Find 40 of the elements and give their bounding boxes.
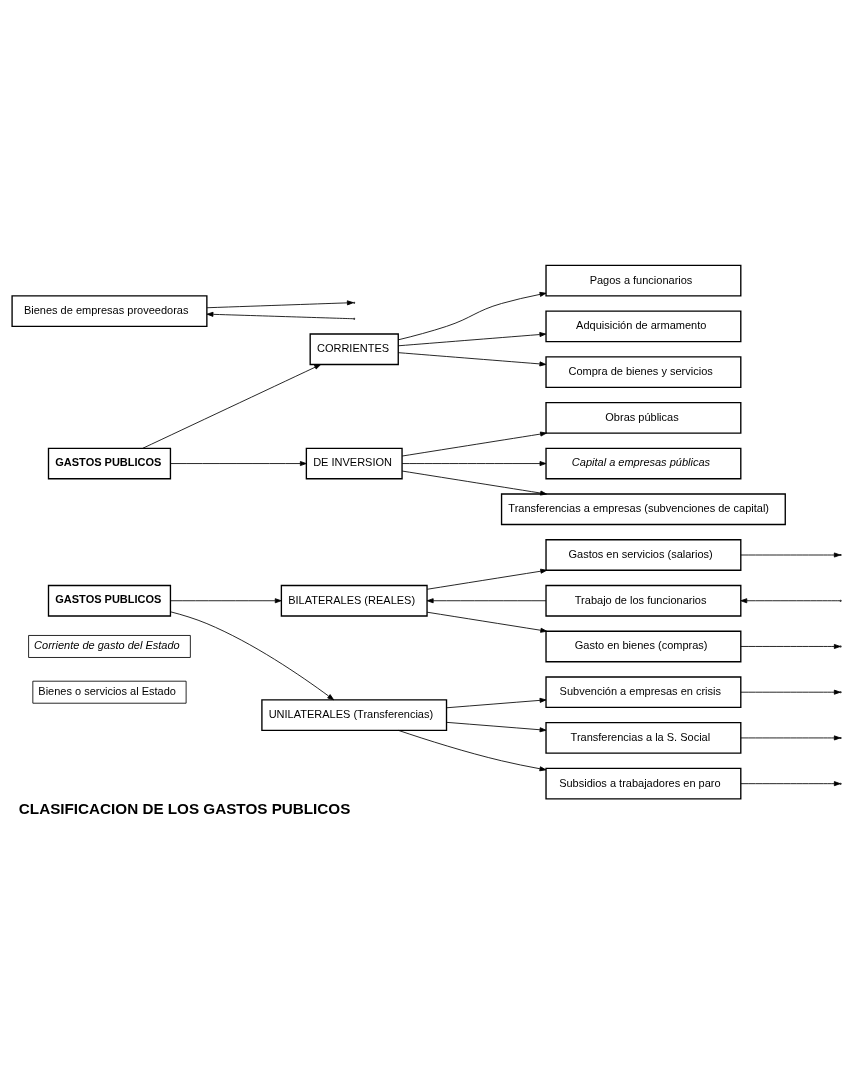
node-box: Subsidios a trabajadores en paro [545,767,742,800]
node-box: Subvención a empresas en crisis [545,676,742,709]
arrow [740,598,841,604]
node-box: BILATERALES (REALES) [280,584,428,617]
node-box: UNILATERALES (Transferencias) [261,699,448,731]
node-box: Adquisición de armamento [545,310,742,343]
arrow [142,364,322,449]
node-box: Gastos en servicios (salarios) [545,539,742,571]
diagram-title: CLASIFICACION DE LOS GASTOS PUBLICOS [18,799,351,817]
arrow [446,697,547,709]
arrow [170,611,335,701]
arrow [426,598,547,604]
node-box: GASTOS PUBLICOS [47,447,172,480]
arrow [170,461,307,467]
node-box: Bienes de empresas proveedoras [11,295,208,328]
arrow [426,611,548,633]
arrow [398,352,547,367]
node-box: Trabajo de los funcionarios [545,584,742,617]
node-box: Compra de bienes y servicios [545,356,742,388]
node-box: Obras públicas [545,401,742,434]
arrow [401,461,547,467]
node-box: DE INVERSION [305,447,403,480]
arrow [398,332,547,347]
arrow [446,721,547,733]
node-box: Transferencias a empresas (subvenciones de capital) [500,493,786,526]
arrow [401,431,547,457]
node-box: Gasto en bienes (compras) [545,630,742,663]
node-box: Capital a empresas públicas [545,447,742,480]
arrow [170,598,282,604]
node-box: Pagos a funcionarios [545,264,742,297]
arrow [426,568,548,590]
node-box: GASTOS PUBLICOS [47,584,172,617]
arrow [206,311,354,320]
node-box: Transferencias a la S. Social [545,722,742,754]
node-box: CORRIENTES [309,333,399,366]
arrow [398,291,547,341]
arrow [401,470,547,496]
legend-label: Corriente de gasto del Estado [34,638,180,651]
legend-label: Bienes o servicios al Estado [38,685,176,698]
arrow [398,730,547,772]
